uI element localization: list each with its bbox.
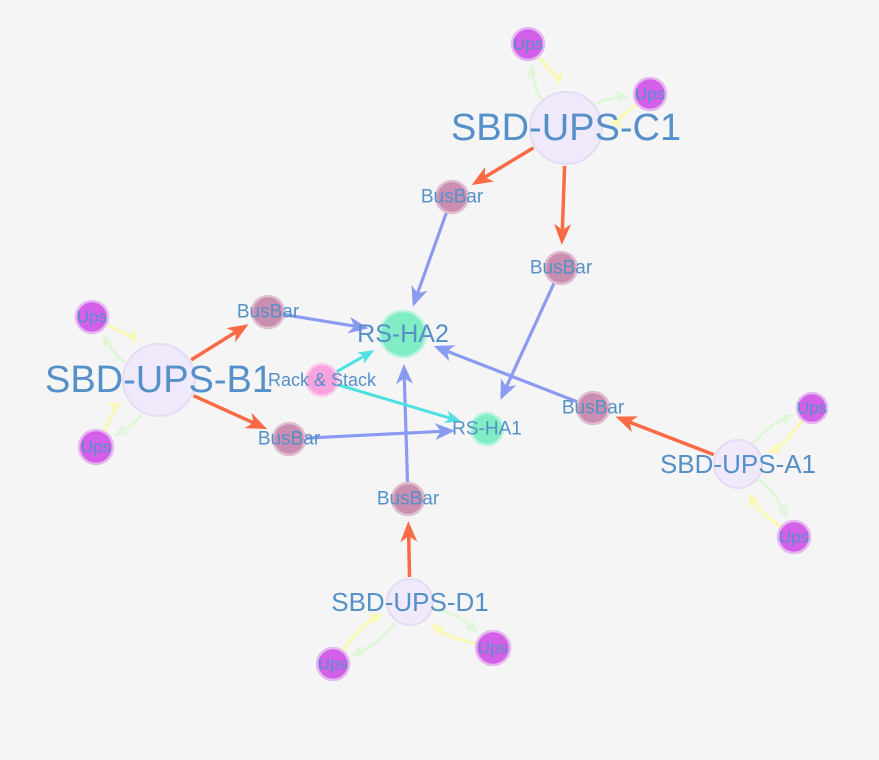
edge-sbd-ups-a1-to-ups-a1-top (752, 416, 787, 445)
node-sbd-ups-b1[interactable] (122, 343, 196, 417)
node-ups-b1-bottom[interactable] (77, 428, 115, 466)
arrowhead-ups-a1-bottom-to-sbd-ups-a1 (749, 492, 761, 508)
edge-sbd-ups-d1-to-busbar-6 (406, 534, 412, 578)
arrowhead-sbd-ups-a1-to-busbar-5 (615, 416, 638, 433)
node-busbar-3[interactable] (250, 294, 286, 330)
node-busbar-5[interactable] (575, 390, 611, 426)
edge-sbd-ups-d1-to-ups-d1-right (433, 606, 473, 629)
arrowhead-rack-stack-to-rs-ha2 (357, 350, 375, 364)
edge-rack-stack-to-rs-ha1 (336, 383, 452, 420)
arrowhead-sbd-ups-d1-to-busbar-6 (400, 521, 418, 543)
arrowhead-ups-b1-top-to-sbd-ups-b1 (124, 328, 137, 344)
arrowhead-sbd-ups-d1-to-ups-d1-right (463, 619, 478, 634)
node-rs-ha2[interactable] (378, 309, 428, 359)
arrowhead-sbd-ups-d1-to-ups-d1-left (351, 644, 367, 656)
arrowhead-sbd-ups-c1-to-busbar-2 (554, 223, 572, 245)
node-ups-c1-right[interactable] (632, 76, 668, 112)
edge-sbd-ups-a1-to-busbar-5 (627, 419, 715, 457)
edge-sbd-ups-d1-to-ups-d1-left (358, 621, 397, 654)
edge-layer (102, 56, 804, 656)
edge-busbar-6-to-rs-ha2 (402, 376, 410, 483)
arrowhead-busbar-1-to-rs-ha2 (411, 285, 428, 307)
node-busbar-6[interactable] (390, 481, 426, 517)
edge-sbd-ups-a1-to-ups-a1-bottom (757, 478, 785, 511)
node-ups-a1-bottom[interactable] (776, 519, 812, 555)
arrowhead-sbd-ups-c1-to-ups-c1-top (527, 63, 539, 79)
edge-busbar-3-to-rs-ha2 (284, 313, 356, 328)
edge-busbar-2-to-rs-ha1 (504, 282, 556, 389)
node-sbd-ups-c1[interactable] (529, 91, 603, 165)
edge-sbd-ups-c1-to-busbar-2 (560, 165, 567, 232)
edge-ups-a1-top-to-sbd-ups-a1 (774, 419, 804, 451)
edge-sbd-ups-c1-to-busbar-1 (482, 146, 535, 180)
arrowhead-ups-c1-right-to-sbd-ups-c1 (608, 116, 624, 128)
arrowhead-sbd-ups-b1-to-busbar-4 (244, 412, 268, 430)
edge-ups-c1-top-to-sbd-ups-c1 (537, 56, 560, 79)
node-ups-b1-top[interactable] (74, 299, 110, 335)
arrowhead-sbd-ups-a1-to-ups-a1-top (779, 414, 795, 426)
arrowhead-busbar-6-to-rs-ha2 (396, 364, 413, 385)
arrowhead-ups-b1-bottom-to-sbd-ups-b1 (107, 402, 123, 415)
arrowhead-busbar-2-to-rs-ha1 (500, 378, 517, 400)
edge-ups-d1-right-to-sbd-ups-d1 (436, 628, 476, 646)
arrowhead-sbd-ups-b1-to-busbar-3 (226, 324, 249, 343)
node-sbd-ups-a1[interactable] (713, 439, 763, 489)
node-rack-stack[interactable] (304, 362, 340, 398)
arrowhead-ups-d1-right-to-sbd-ups-d1 (431, 623, 446, 637)
arrowhead-busbar-4-to-rs-ha1 (434, 423, 455, 441)
arrowhead-sbd-ups-b1-to-ups-b1-bottom (114, 423, 130, 437)
node-sbd-ups-d1[interactable] (386, 578, 434, 626)
edge-sbd-ups-b1-to-busbar-4 (192, 394, 256, 425)
node-busbar-2[interactable] (543, 250, 579, 286)
arrowhead-busbar-5-to-rs-ha2 (433, 345, 456, 362)
node-busbar-4[interactable] (271, 421, 307, 457)
edge-busbar-4-to-rs-ha1 (305, 429, 443, 440)
arrowhead-rack-stack-to-rs-ha1 (443, 410, 462, 423)
node-ups-d1-left[interactable] (315, 646, 351, 682)
arrowhead-ups-a1-top-to-sbd-ups-a1 (766, 441, 783, 454)
arrowhead-ups-d1-left-to-sbd-ups-d1 (367, 614, 383, 626)
edge-sbd-ups-b1-to-ups-b1-top (105, 341, 127, 364)
node-ups-c1-top[interactable] (510, 26, 546, 62)
edge-ups-a1-bottom-to-sbd-ups-a1 (751, 500, 782, 529)
node-ups-a1-top[interactable] (795, 391, 829, 425)
edge-busbar-5-to-rs-ha2 (445, 349, 578, 404)
edge-rack-stack-to-rs-ha2 (335, 354, 367, 374)
edge-busbar-1-to-rs-ha2 (415, 212, 448, 296)
arrowhead-sbd-ups-c1-to-busbar-1 (471, 166, 494, 186)
edge-ups-d1-left-to-sbd-ups-d1 (341, 616, 375, 652)
node-layer (74, 26, 829, 682)
edge-sbd-ups-c1-to-ups-c1-right (594, 95, 622, 106)
edge-sbd-ups-c1-to-ups-c1-top (530, 72, 543, 100)
arrowhead-ups-c1-top-to-sbd-ups-c1 (551, 70, 564, 86)
arrowhead-sbd-ups-c1-to-ups-c1-right (615, 91, 631, 104)
node-ups-d1-right[interactable] (474, 629, 512, 667)
edge-sbd-ups-b1-to-busbar-3 (190, 329, 238, 362)
node-rs-ha1[interactable] (469, 411, 505, 447)
arrowhead-sbd-ups-b1-to-ups-b1-top (102, 334, 115, 350)
edge-sbd-ups-b1-to-ups-b1-bottom (121, 412, 143, 433)
arrowhead-busbar-3-to-rs-ha2 (347, 316, 369, 334)
arrowhead-sbd-ups-a1-to-ups-a1-bottom (775, 503, 787, 519)
node-busbar-1[interactable] (434, 179, 470, 215)
